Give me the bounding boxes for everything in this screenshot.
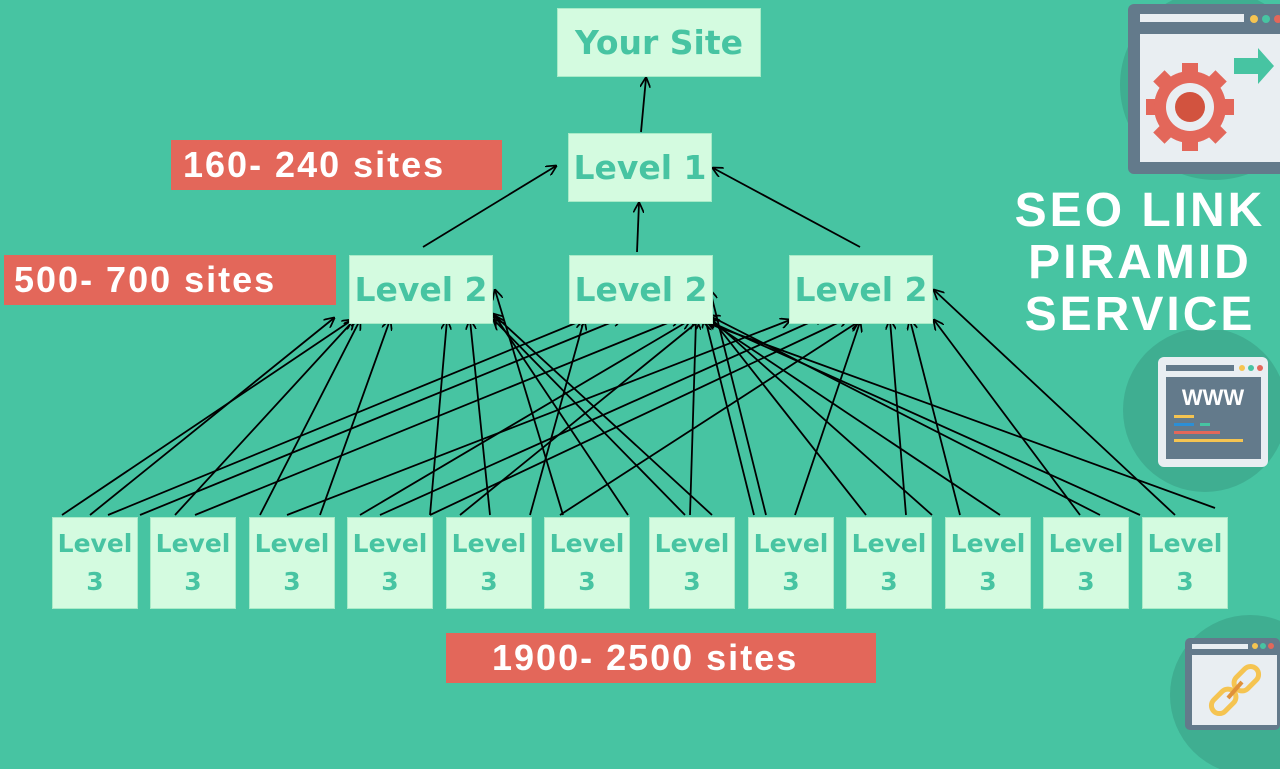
level3-word: Level bbox=[1048, 529, 1124, 558]
level3-node: Level 3 bbox=[544, 517, 630, 609]
level3-node: Level 3 bbox=[1043, 517, 1129, 609]
level3-word: Level bbox=[654, 529, 730, 558]
level3-word: Level bbox=[753, 529, 829, 558]
level3-num: 3 bbox=[1176, 567, 1194, 596]
your-site-node: Your Site bbox=[557, 8, 761, 77]
level3-word: Level bbox=[155, 529, 231, 558]
level3-num: 3 bbox=[683, 567, 701, 596]
level3-node: Level 3 bbox=[249, 517, 335, 609]
level1-label: Level 1 bbox=[573, 148, 707, 187]
level2-count-badge: 500- 700 sites bbox=[4, 255, 336, 305]
level3-word: Level bbox=[1147, 529, 1223, 558]
your-site-label: Your Site bbox=[574, 23, 744, 62]
level3-num: 3 bbox=[782, 567, 800, 596]
level2-label: Level 2 bbox=[574, 270, 708, 309]
service-title: SEO LINK PIRAMID SERVICE bbox=[1000, 185, 1280, 341]
browser-gear-icon bbox=[1120, 0, 1280, 180]
level3-word: Level bbox=[352, 529, 428, 558]
level3-num: 3 bbox=[1077, 567, 1095, 596]
title-line: PIRAMID bbox=[1028, 236, 1252, 289]
level3-node: Level 3 bbox=[52, 517, 138, 609]
level3-num: 3 bbox=[480, 567, 498, 596]
level3-node: Level 3 bbox=[649, 517, 735, 609]
level3-node: Level 3 bbox=[347, 517, 433, 609]
level3-num: 3 bbox=[578, 567, 596, 596]
browser-www-icon: WWW bbox=[1123, 330, 1280, 492]
title-line: SERVICE bbox=[1024, 288, 1256, 341]
level3-num: 3 bbox=[283, 567, 301, 596]
level3-num: 3 bbox=[86, 567, 104, 596]
level3-node: Level 3 bbox=[748, 517, 834, 609]
level2-label: Level 2 bbox=[354, 270, 488, 309]
level3-word: Level bbox=[254, 529, 330, 558]
level2-node: Level 2 bbox=[789, 255, 933, 324]
level3-word: Level bbox=[451, 529, 527, 558]
level3-node: Level 3 bbox=[945, 517, 1031, 609]
level3-num: 3 bbox=[979, 567, 997, 596]
level3-num: 3 bbox=[880, 567, 898, 596]
title-line: SEO LINK bbox=[1014, 184, 1266, 237]
level3-count-badge: 1900- 2500 sites bbox=[446, 633, 876, 683]
level3-node: Level 3 bbox=[446, 517, 532, 609]
level3-word: Level bbox=[57, 529, 133, 558]
level3-node: Level 3 bbox=[1142, 517, 1228, 609]
level2-count-text: 500- 700 sites bbox=[14, 259, 277, 300]
level3-node: Level 3 bbox=[150, 517, 236, 609]
level1-node: Level 1 bbox=[568, 133, 712, 202]
level2-node: Level 2 bbox=[569, 255, 713, 324]
level1-count-badge: 160- 240 sites bbox=[171, 140, 502, 190]
level3-num: 3 bbox=[381, 567, 399, 596]
level3-num: 3 bbox=[184, 567, 202, 596]
svg-text:WWW: WWW bbox=[1182, 385, 1245, 410]
level3-node: Level 3 bbox=[846, 517, 932, 609]
level3-word: Level bbox=[950, 529, 1026, 558]
level2-label: Level 2 bbox=[794, 270, 928, 309]
level3-word: Level bbox=[549, 529, 625, 558]
browser-link-icon bbox=[1170, 615, 1280, 769]
level2-node: Level 2 bbox=[349, 255, 493, 324]
level3-count-text: 1900- 2500 sites bbox=[492, 637, 799, 678]
level1-count-text: 160- 240 sites bbox=[183, 144, 446, 185]
level3-word: Level bbox=[851, 529, 927, 558]
